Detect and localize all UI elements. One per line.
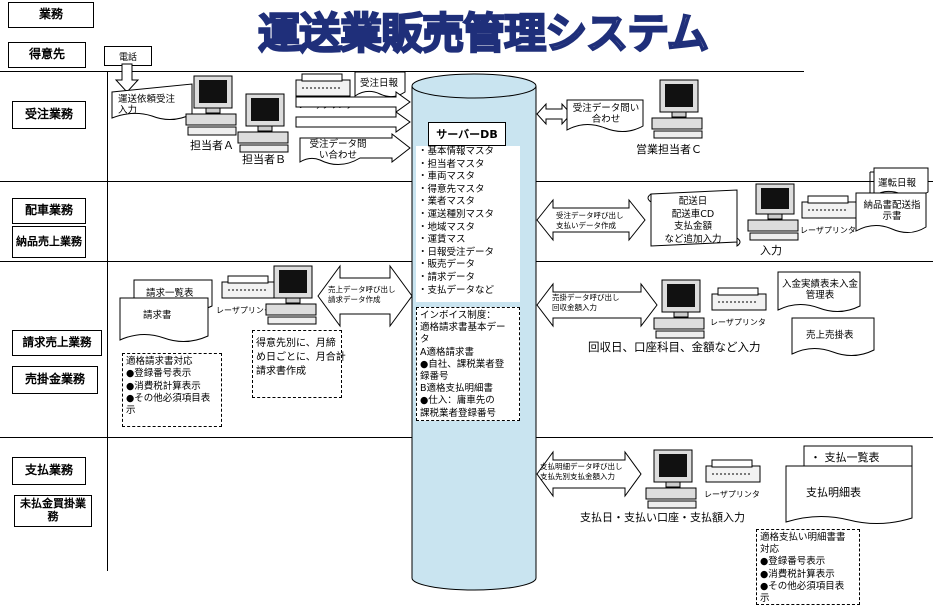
printer-urikake-icon [711, 287, 767, 311]
computer-haisha-icon [747, 183, 799, 241]
invoice-note-line: ●仕入：庸車先の [420, 395, 495, 407]
divider-vertical [107, 71, 108, 571]
invoice-note-line: 課税業者登録番号 [420, 407, 497, 419]
sales-person-label: 営業担当者Ｃ [636, 143, 702, 156]
phone-label: 電話 [118, 52, 137, 63]
lane-label-shiharai: 支払業務 [12, 457, 86, 485]
daily-report-doc [354, 71, 406, 98]
right-inquiry-doc [566, 99, 644, 132]
arrow-bi-seikyu [317, 264, 413, 328]
payment-detail-doc [785, 465, 913, 525]
inquiry-doc [299, 132, 411, 165]
invoice-note-line: B適格支払明細書 [420, 383, 494, 395]
sales-ledger-label: 売上売掛表 [806, 330, 854, 341]
server-db-item: ・請求データ [418, 271, 476, 283]
qualified-invoice-box: 適格請求書対応 ●登録番号表示 ●消費税計算表示 ●その他必須項目表 示 [122, 353, 222, 427]
printer-shiharai-label: レーザプリンタ [704, 490, 760, 499]
invoice-note-line: 録番号 [420, 371, 449, 383]
server-items-box: ・基本情報マスタ・担当者マスタ・車両マスタ・得意先マスタ・業者マスタ・運送種別マ… [416, 146, 520, 302]
server-db-item: ・運賃マス [418, 234, 466, 246]
lane-label-mibarai: 未払金買掛業務 [14, 495, 92, 527]
invoice-note-line: タ [420, 334, 430, 346]
server-db-item: ・車両マスタ [418, 171, 476, 183]
computer-seikyu-icon [265, 265, 317, 325]
server-title-box: サーバーDB [428, 122, 506, 146]
phone-down-arrow [114, 63, 140, 93]
server-db-item: ・基本情報マスタ [418, 146, 495, 157]
title-graphic: 運送業販売管理システム [257, 8, 710, 59]
arrow-bi-haisha [536, 198, 646, 242]
payment-list-label: ・ 支払一覧表 [810, 451, 880, 464]
lane-label-urikake: 売掛金業務 [12, 366, 98, 394]
urikake-arrow-text: 売掛データ呼び出し 回収金額入力 [552, 293, 620, 312]
receipt-doc-label: 入金実績表未入金管理表 [782, 279, 859, 302]
sales-ledger-doc [791, 317, 875, 356]
server-db-item: ・支払データなど [418, 284, 495, 296]
haisha-scroll-text: 配送日 配送車CD 支払金額 など追加入力 [664, 196, 722, 245]
lane-label-haisha: 配車業務 [12, 198, 86, 224]
haisha-arrow-text: 受注データ呼び出し 支払いデータ作成 [556, 211, 624, 230]
seikyu-arrow-text: 売上データ呼び出し 請求データ作成 [328, 285, 396, 304]
lane-label-seikyu: 請求売上業務 [12, 330, 102, 356]
page-title: 運送業販売管理システム [258, 9, 708, 58]
haisha-input-label: 入力 [760, 244, 782, 257]
printer-haisha-label: レーザプリンタ [800, 226, 856, 235]
arrow-juchu-1 [295, 91, 411, 113]
receipt-doc [777, 271, 861, 312]
right-inquiry-label: 受注データ問い合わせ [572, 103, 640, 126]
server-db-item: ・運送種別マスタ [418, 208, 495, 220]
invoice-list-label: 請求一覧表 [146, 288, 194, 299]
arrow-bi-urikake [536, 282, 658, 328]
server-db-item: ・得意先マスタ [418, 183, 485, 195]
computer-person-b-icon [237, 93, 289, 153]
arrow-bi-shiharai [536, 450, 642, 498]
driver-report-label: 運転日報 [878, 178, 917, 189]
invoice-note-line: A適格請求書 [420, 346, 474, 358]
lane-label-nohin: 納品売上業務 [12, 226, 86, 258]
server-db-item: ・担当者マスタ [418, 158, 485, 170]
invoice-doc-label: 請求書 [143, 310, 172, 321]
computer-person-a-icon [185, 75, 237, 136]
monthly-invoice-box: 得意先別に、月締 め日ごとに、月合計 請求書作成 [252, 330, 346, 398]
delivery-doc-label: 納品書配送指示書 [863, 200, 921, 223]
request-doc-label: 運送依頼受注入力 [118, 94, 176, 117]
phone-box: 電話 [104, 46, 152, 66]
computer-sales-icon [651, 79, 703, 139]
invoice-doc [119, 297, 209, 342]
server-db-item: ・業者マスタ [418, 196, 476, 208]
invoice-note-line: 適格請求書基本デー [420, 322, 506, 334]
haisha-scroll [647, 189, 741, 247]
printer-shiharai-icon [705, 459, 761, 483]
lane-label-tokuisaki: 得意先 [8, 42, 86, 68]
inquiry-doc-label: 受注データ問い合わせ [309, 139, 367, 162]
person-a-label: 担当者Ａ [190, 139, 234, 152]
payment-detail-label: 支払明細表 [806, 486, 861, 499]
arrow-juchu-2 [295, 111, 411, 133]
printer-urikake-label: レーザプリンタ [710, 318, 766, 327]
computer-urikake-icon [653, 279, 705, 339]
lane-label-gyomu: 業務 [8, 2, 94, 28]
person-b-label: 担当者Ｂ [242, 153, 286, 166]
invoice-note-line: ●自社、課税業者登 [420, 358, 505, 370]
lane-label-juchu: 受注業務 [12, 101, 86, 129]
server-title: サーバーDB [436, 128, 498, 141]
qualified-payment-box: 適格支払い明細書書 対応 ●登録番号表示 ●消費税計算表示 ●その他必須項目表 … [756, 529, 860, 605]
printer-juchu-icon [295, 73, 351, 97]
daily-report-label: 受注日報 [360, 78, 399, 89]
printer-haisha-icon [801, 195, 857, 219]
arrow-bi-juchu [536, 102, 572, 126]
collection-input-note: 回収日、口座科目、金額など入力 [588, 340, 761, 354]
invoice-note-line: インボイス制度： [420, 310, 496, 321]
computer-shiharai-icon [645, 449, 697, 509]
delivery-doc [855, 192, 927, 233]
server-db-item: ・販売データ [418, 259, 476, 271]
printer-seikyu-label: レーザプリンタ [216, 306, 272, 315]
server-db-item: ・地域マスタ [418, 221, 476, 233]
server-db-item: ・日報受注データ [418, 246, 495, 258]
payment-input-note: 支払日・支払い口座・支払額入力 [580, 511, 745, 524]
shiharai-arrow-text: 支払明細データ呼び出し 支払先別支払金額入力 [540, 462, 623, 481]
